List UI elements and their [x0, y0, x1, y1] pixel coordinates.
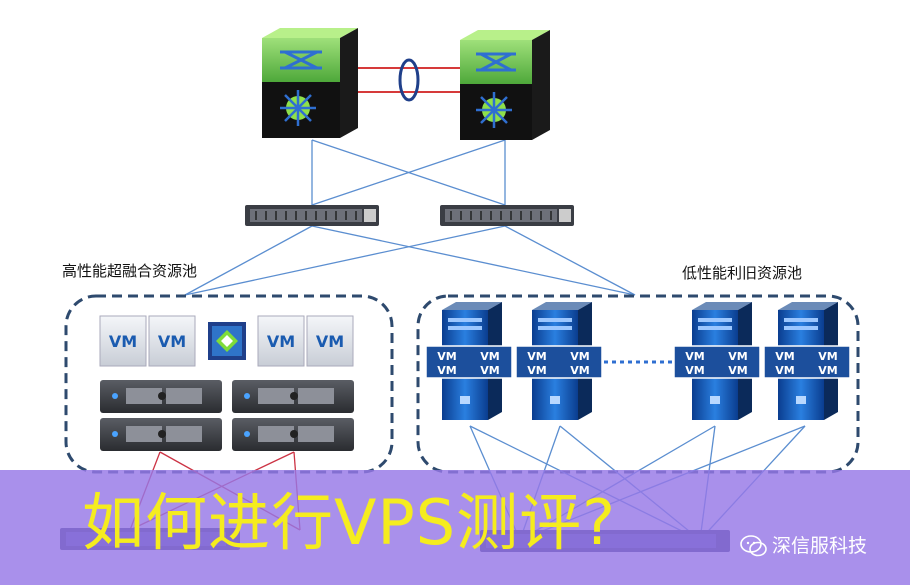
brand-watermark: 深信服科技: [740, 530, 867, 562]
vm-label: VM: [109, 332, 137, 351]
vm-badge-group: VM VM VM VM: [763, 345, 851, 379]
router-star-icon: [476, 92, 512, 128]
switch-arrows-icon: [476, 52, 516, 72]
hci-server: [100, 418, 222, 451]
hci-server: [232, 380, 354, 413]
access-to-pool-links: [184, 225, 636, 296]
vm-badge-group: VM VM VM VM: [425, 345, 513, 379]
switch-arrows-icon: [280, 50, 322, 70]
vm-badge-group: VM VM VM VM: [515, 345, 603, 379]
vm-tile: VM: [306, 315, 354, 367]
vm-label: VM: [818, 350, 837, 363]
vm-tile: VM: [148, 315, 196, 367]
vm-label: VM: [728, 364, 747, 377]
vm-label: VM: [480, 350, 499, 363]
right-pool-label: 低性能利旧资源池: [682, 264, 802, 282]
access-switch-left: [245, 205, 379, 226]
core-to-access-links: [311, 139, 506, 206]
vm-label: VM: [685, 364, 704, 377]
vm-label: VM: [527, 350, 546, 363]
vm-label: VM: [775, 364, 794, 377]
vm-label: VM: [570, 350, 589, 363]
vm-tile: VM: [99, 315, 147, 367]
core-switch-right: [460, 30, 550, 140]
vm-label: VM: [158, 332, 186, 351]
vm-label: VM: [818, 364, 837, 377]
wechat-icon: [740, 535, 767, 557]
title-banner: [0, 470, 910, 585]
vm-label: VM: [480, 364, 499, 377]
hci-server: [232, 418, 354, 451]
vm-label: VM: [437, 364, 456, 377]
vm-label: VM: [775, 350, 794, 363]
core-stack-link: [358, 58, 460, 102]
headline-title: 如何进行VPS测评?: [82, 486, 617, 559]
hci-server: [100, 380, 222, 413]
core-switch-left: [262, 28, 358, 138]
vm-label: VM: [267, 332, 295, 351]
vm-label: VM: [570, 364, 589, 377]
vm-badge-group: VM VM VM VM: [673, 345, 761, 379]
vm-label: VM: [728, 350, 747, 363]
vm-label: VM: [437, 350, 456, 363]
vm-label: VM: [685, 350, 704, 363]
access-switch-right: [440, 205, 574, 226]
right-pool-frame: [416, 294, 860, 474]
vm-label: VM: [527, 364, 546, 377]
vm-tile: VM: [257, 315, 305, 367]
router-star-icon: [280, 90, 316, 126]
brand-name: 深信服科技: [772, 535, 868, 557]
vm-label: VM: [316, 332, 344, 351]
hypervisor-icon: [208, 322, 246, 360]
left-pool-label: 高性能超融合资源池: [62, 262, 197, 280]
